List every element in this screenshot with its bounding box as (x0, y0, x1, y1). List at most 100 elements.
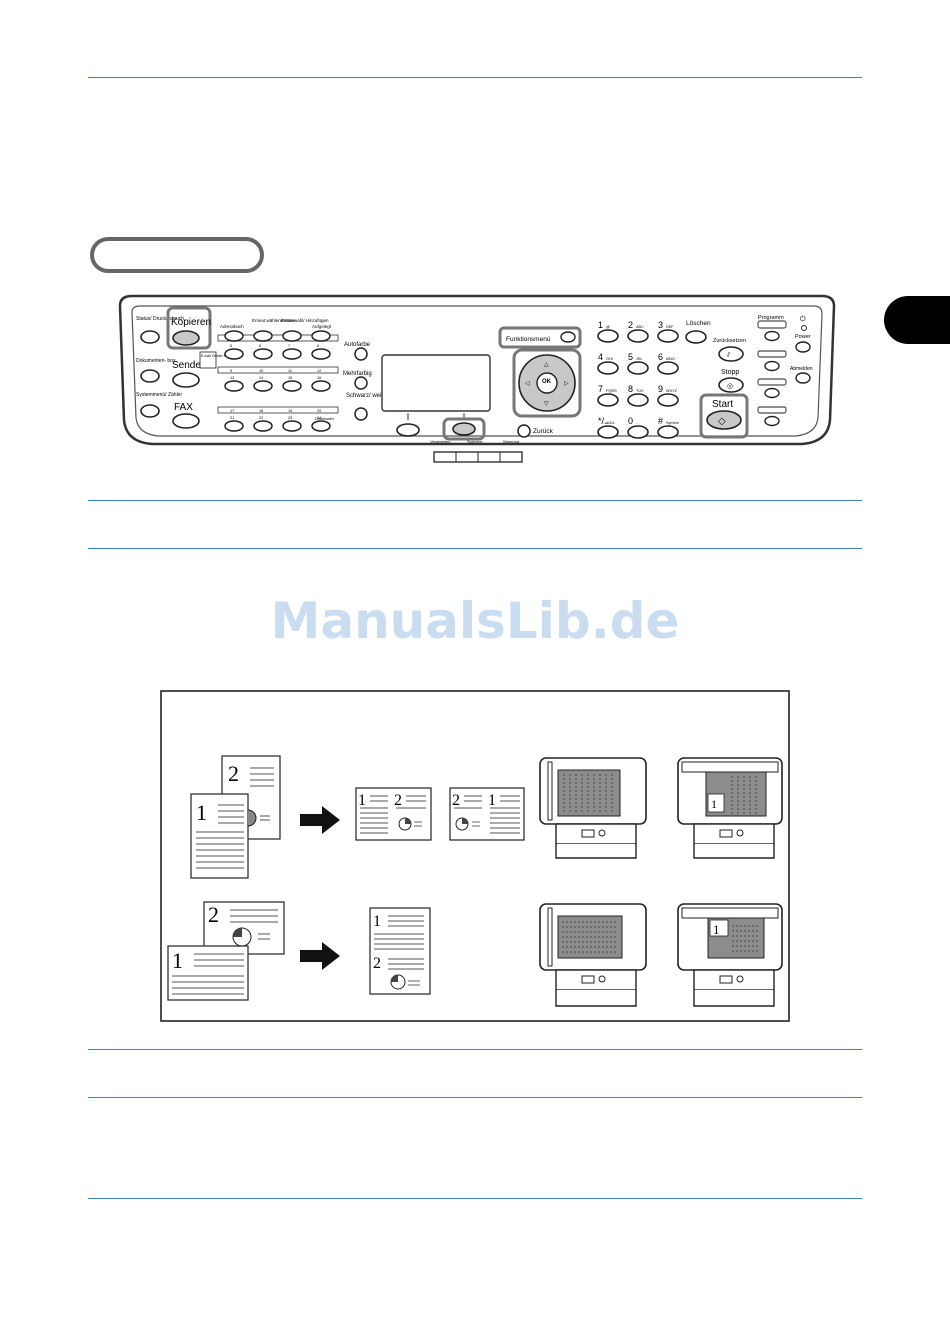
keypad-key-8[interactable] (627, 393, 649, 407)
right-select-button[interactable] (452, 422, 476, 436)
left-select-button[interactable] (396, 423, 420, 437)
keypad-number: */. (598, 416, 607, 426)
senden-button[interactable]: Senden E-mail Ordner FAX (172, 351, 231, 388)
one-touch-key-23[interactable] (282, 420, 302, 432)
left-arrow-icon[interactable]: ◁ (525, 381, 530, 387)
result-b-page-2: 2 (452, 792, 460, 809)
keypad-key-3[interactable] (657, 329, 679, 343)
status-button[interactable]: Status/ Druckabbruch (136, 316, 184, 344)
warnung-label: Warnung (503, 439, 519, 444)
schwarzweiss-label: Schwarz/ weiß (346, 393, 385, 399)
one-touch-number: 5 (230, 344, 232, 348)
speicher-label: Speicher (467, 439, 483, 444)
one-touch-key-8[interactable] (311, 348, 331, 360)
kopieren-label: Kopieren (171, 317, 211, 328)
mehrfarbig-label: Mehrfarbig (343, 371, 372, 377)
mehrfarbig-button[interactable]: Mehrfarbig (343, 371, 372, 390)
one-touch-key-6[interactable] (253, 348, 273, 360)
keypad-key-#[interactable] (657, 425, 679, 439)
keypad-letters: WXYZ (666, 389, 678, 393)
keypad-number: 3 (658, 320, 663, 330)
keypad-letters: . , (636, 421, 639, 425)
one-touch-key-5[interactable] (224, 348, 244, 360)
autofarbe-button[interactable]: Autofarbe (344, 342, 371, 361)
systemmenu-button[interactable]: Systemmenü/ Zähler (136, 392, 182, 418)
start-icon: ◇ (718, 416, 726, 427)
keypad-letters: MNO (666, 357, 675, 361)
schwarzweiss-button[interactable]: Schwarz/ weiß (346, 393, 385, 421)
row1-document-feeder: 1 (677, 757, 783, 859)
keypad-letters: a/A/1 (606, 421, 615, 425)
funktionsmenu-button[interactable]: Funktionsmenü (506, 331, 576, 343)
stopp-label: Stopp (721, 369, 739, 376)
right-arrow-icon[interactable]: ▷ (564, 381, 569, 387)
one-touch-number: 13 (230, 376, 234, 380)
keypad-key-2[interactable] (627, 329, 649, 343)
one-touch-key-14[interactable] (253, 380, 273, 392)
one-touch-key-16[interactable] (311, 380, 331, 392)
start-button[interactable]: Start ◇ (706, 399, 742, 430)
top-rule (88, 77, 862, 78)
senden-label: Senden (172, 360, 206, 371)
keypad-key-0[interactable] (627, 425, 649, 439)
row2-result-page-1: 1 (373, 913, 381, 930)
one-touch-number: 15 (288, 376, 292, 380)
programm-label: Programm (758, 315, 784, 321)
down-arrow-icon[interactable]: ▽ (544, 401, 549, 407)
abmelden-button[interactable]: Abmelden (790, 366, 813, 384)
one-touch-key-24[interactable] (311, 420, 331, 432)
one-touch-function-key[interactable] (282, 330, 302, 342)
row2-result: 1 2 (369, 907, 431, 995)
row2-page-2-number: 2 (208, 902, 219, 927)
keypad-letters: TUV (636, 389, 644, 393)
keypad-key-5[interactable] (627, 361, 649, 375)
right-select-highlight (442, 417, 486, 441)
slot-3-button[interactable] (764, 415, 780, 427)
keypad-letters: GHI (606, 357, 613, 361)
programm-button[interactable] (764, 330, 780, 342)
stopp-button[interactable]: Stopp ◎ (718, 369, 744, 393)
row1-result-b: 2 1 (449, 787, 525, 841)
keypad-number: # (658, 416, 663, 426)
one-touch-number: 6 (259, 344, 261, 348)
up-arrow-icon[interactable]: △ (544, 362, 549, 368)
one-touch-number: 10 (259, 369, 263, 373)
one-touch-key-22[interactable] (253, 420, 273, 432)
dokumentenbox-button[interactable]: Dokumenten- box (136, 358, 176, 383)
one-touch-function-key[interactable] (224, 330, 244, 342)
one-touch-function-key[interactable] (253, 330, 273, 342)
result-b-page-1: 1 (488, 792, 496, 809)
row2-result-page-2: 2 (373, 955, 381, 972)
row1-page-1-number: 1 (196, 800, 207, 825)
start-label: Start (712, 399, 733, 410)
one-touch-function-key[interactable] (311, 330, 331, 342)
dokumentenbox-label: Dokumenten- box (136, 358, 176, 364)
scanner-document-lines (732, 925, 760, 952)
one-touch-key-15[interactable] (282, 380, 302, 392)
watermark: ManualsLib.de (270, 592, 680, 650)
power-button[interactable]: Power (795, 334, 811, 353)
zurueck-button[interactable]: Zurück (517, 424, 554, 438)
fax-button[interactable]: FAX (172, 402, 200, 429)
slot-1-button[interactable] (764, 360, 780, 372)
id-card-badge (757, 320, 787, 329)
kopieren-button[interactable]: Kopieren (171, 317, 211, 346)
one-touch-key-21[interactable] (224, 420, 244, 432)
ok-button[interactable] (536, 372, 558, 394)
keypad-key-6[interactable] (657, 361, 679, 375)
one-touch-key-13[interactable] (224, 380, 244, 392)
navigation-pad[interactable]: △ ▽ ◁ ▷ OK (518, 354, 576, 412)
keypad-key-*/.[interactable] (597, 425, 619, 439)
keypad-key-9[interactable] (657, 393, 679, 407)
loeschen-button[interactable]: Löschen (685, 320, 711, 344)
power-indicator (801, 325, 807, 331)
one-touch-key-7[interactable] (282, 348, 302, 360)
zuruecksetzen-button[interactable]: Zurücksetzen ⫽ (713, 338, 746, 362)
power-label: Power (795, 334, 811, 340)
keypad-key-1[interactable] (597, 329, 619, 343)
keypad-letters: PQRS (606, 389, 617, 393)
one-touch-label-strip (217, 366, 339, 374)
slot-2-button[interactable] (764, 387, 780, 399)
keypad-key-4[interactable] (597, 361, 619, 375)
keypad-key-7[interactable] (597, 393, 619, 407)
